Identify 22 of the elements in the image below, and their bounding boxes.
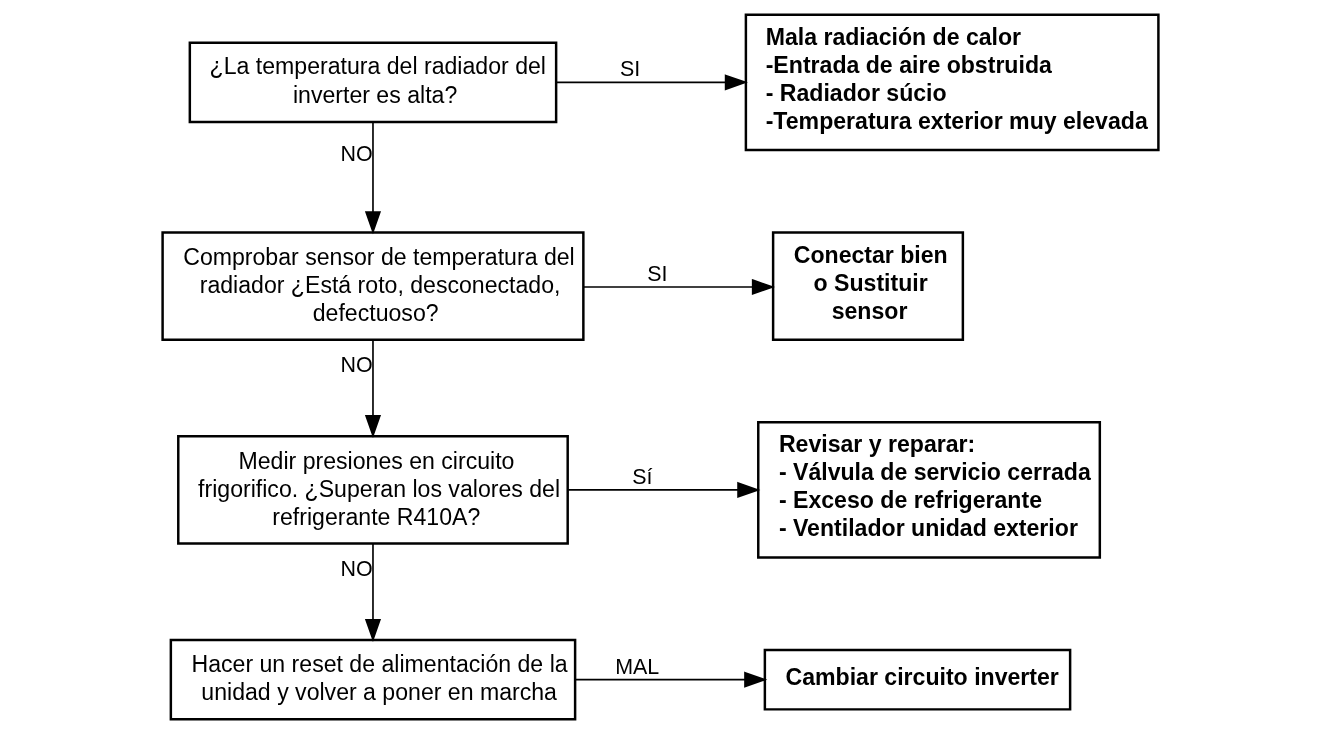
edge-label: Sí bbox=[631, 464, 653, 489]
arrow bbox=[566, 481, 760, 499]
node-box: Comprobar sensor de temperatura del radiador ¿Está roto, desconectado, defectuoso? bbox=[160, 231, 585, 341]
arrow bbox=[364, 121, 381, 235]
edge-label: SI bbox=[646, 262, 668, 287]
edge-label: NO bbox=[339, 556, 373, 581]
arrow bbox=[554, 74, 748, 91]
node-box: Medir presiones en circuito frigorifico. ¿Superan los valores del refrigerante R410A? bbox=[176, 435, 569, 545]
arrow bbox=[364, 339, 381, 439]
arrow bbox=[364, 542, 381, 643]
node-box: Mala radiación de calor -Entrada de aire obstruida - Radiador súcio -Temperatura exterior muy elevada bbox=[744, 13, 1160, 152]
arrow bbox=[574, 671, 767, 688]
node-box: ¿La temperatura del radiador del inverter es alta? bbox=[188, 41, 557, 124]
edge-label: SI bbox=[619, 57, 640, 82]
node-box: Revisar y reparar: - Válvula de servicio cerrada - Exceso de refrigerante - Ventilador unidad exterior bbox=[756, 421, 1101, 559]
edge-label: NO bbox=[339, 142, 373, 167]
arrow bbox=[582, 278, 775, 296]
edge-label: NO bbox=[339, 353, 373, 378]
node-box: Hacer un reset de alimentación de la unidad y volver a poner en marcha bbox=[169, 638, 576, 721]
node-box: Conectar bien o Sustituir sensor bbox=[771, 231, 964, 341]
edge-label: MAL bbox=[614, 654, 659, 679]
node-box: Cambiar circuito inverter bbox=[763, 648, 1071, 711]
